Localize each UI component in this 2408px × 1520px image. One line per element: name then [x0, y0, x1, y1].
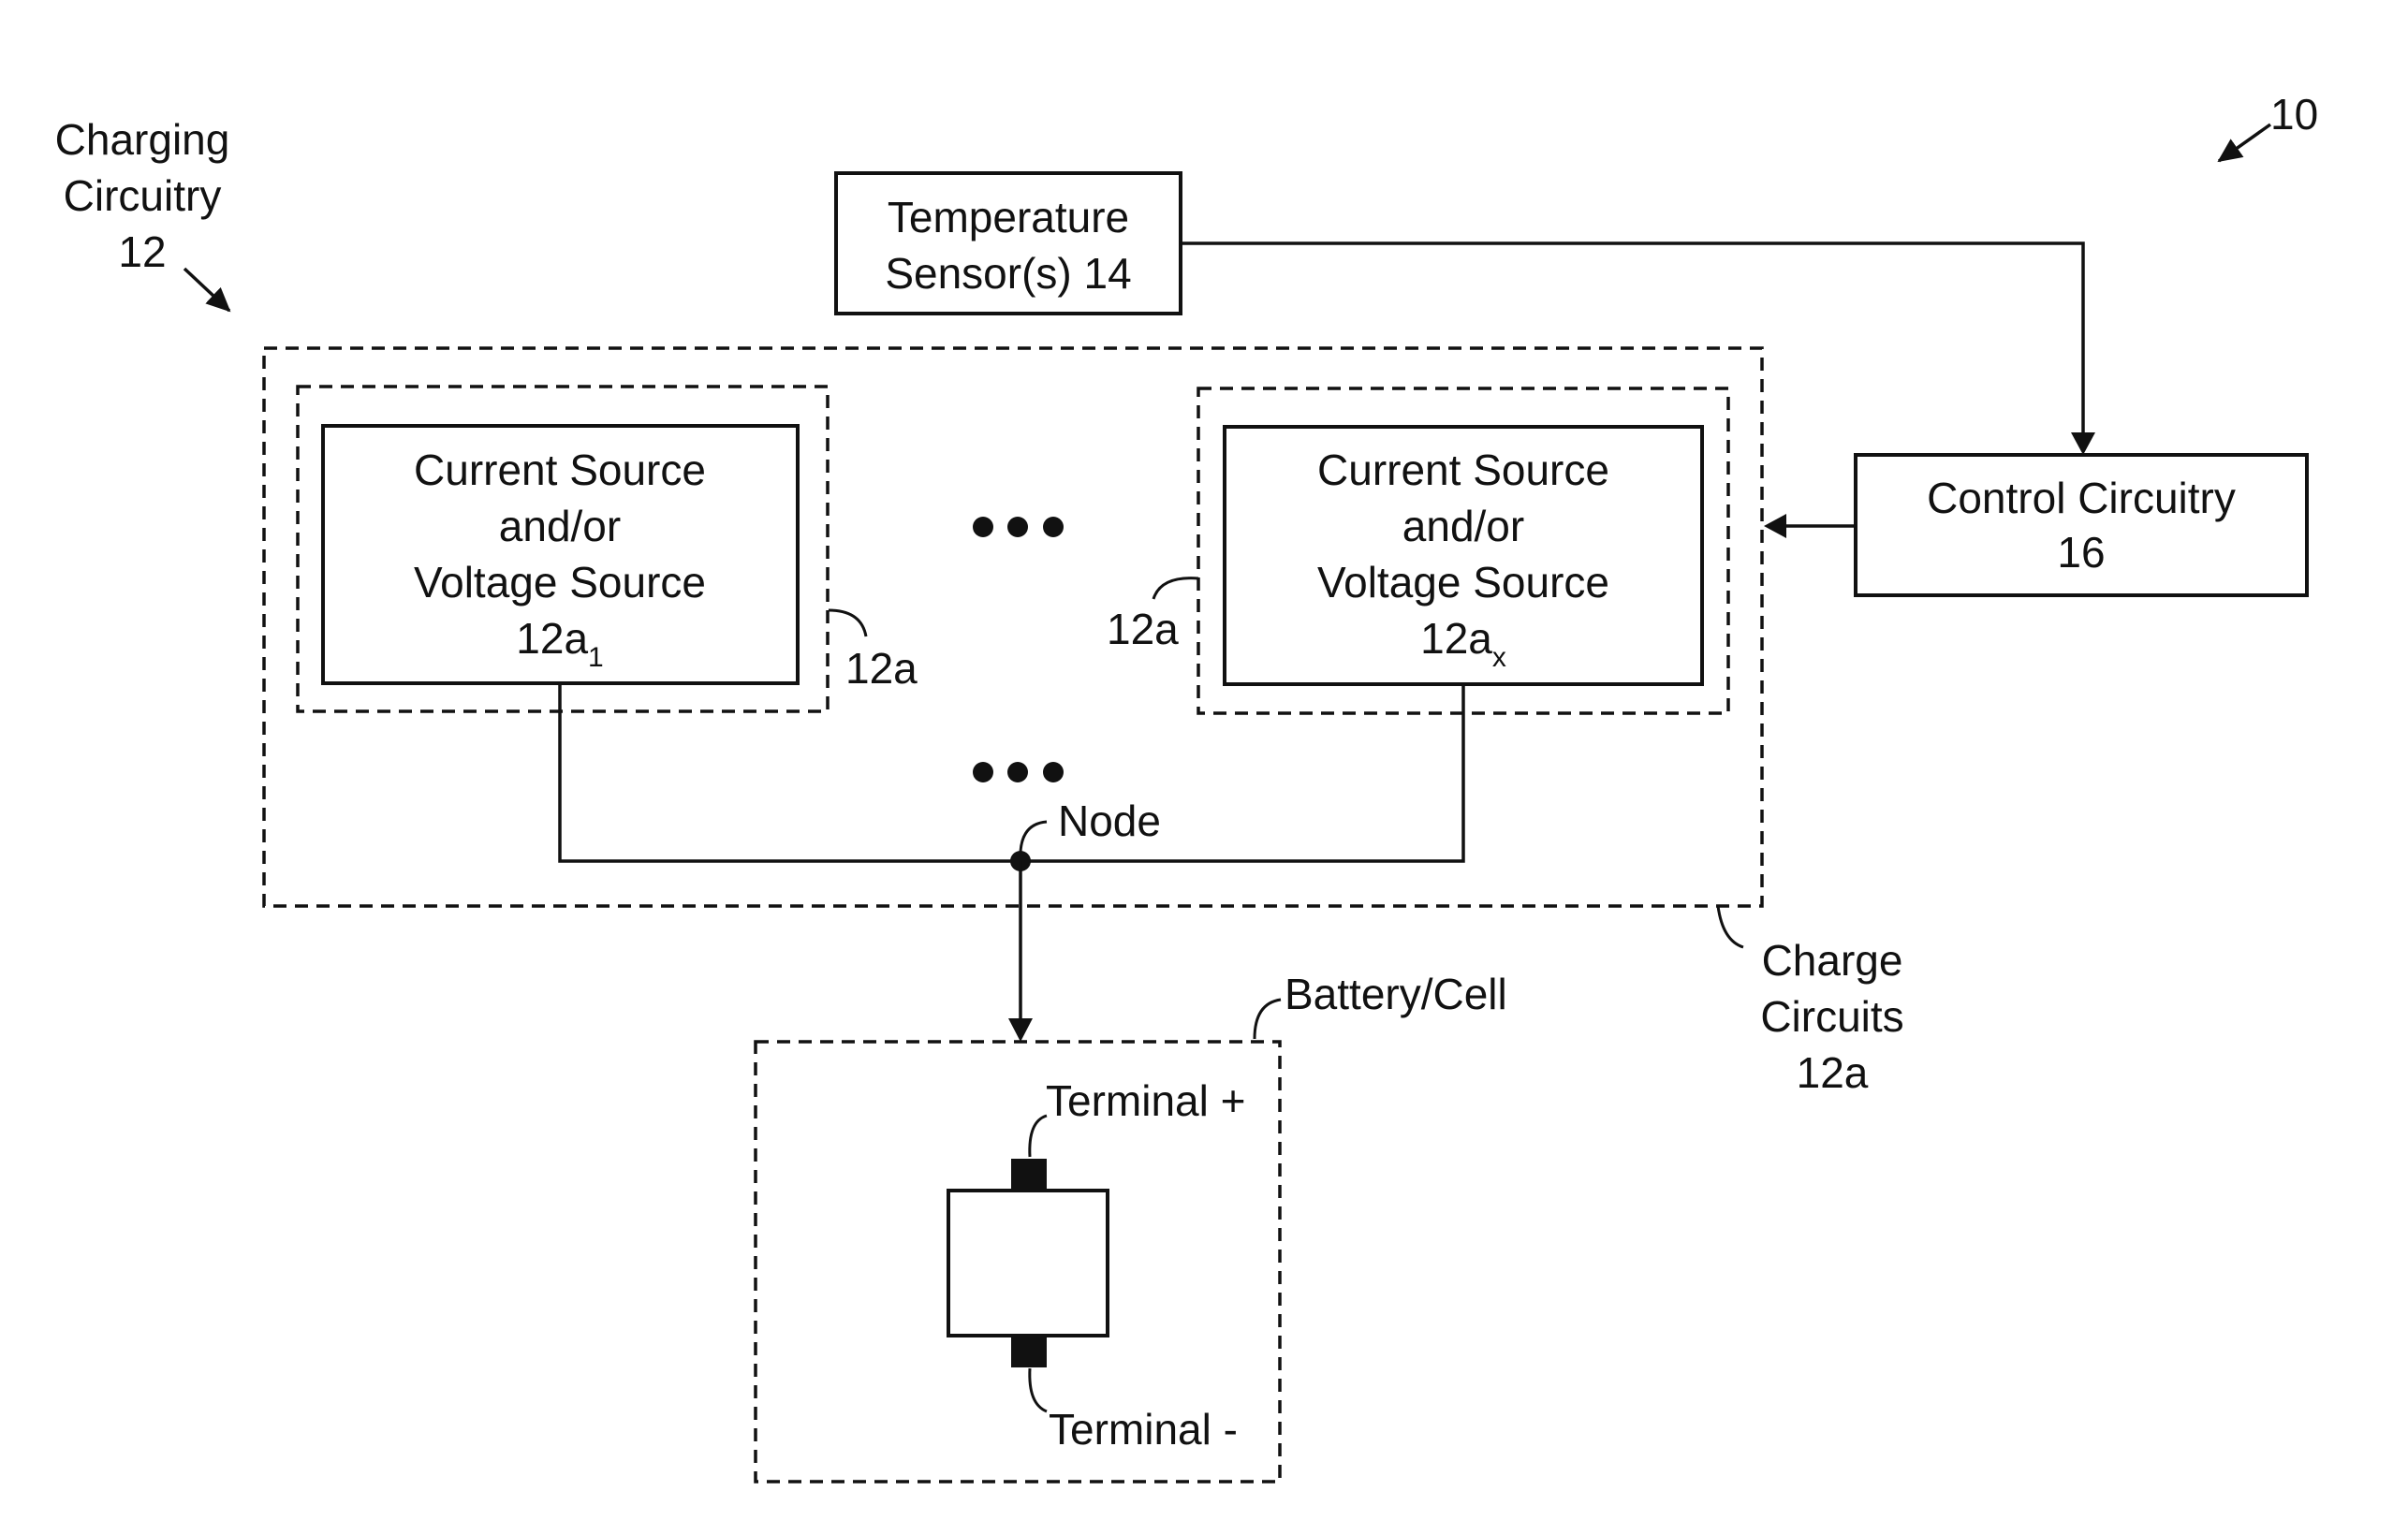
charging-circuitry-arrow-icon	[184, 269, 229, 311]
control-circuitry-line2: 16	[2057, 528, 2105, 577]
battery-cell-icon	[948, 1191, 1108, 1336]
battery-terminal-positive-icon	[1011, 1159, 1047, 1191]
source-right-line1: Current Source	[1317, 446, 1609, 494]
charging-circuitry-line2: Circuitry	[64, 171, 222, 220]
control-to-charge-arrow-icon	[1764, 514, 1786, 538]
source-right-line3: Voltage Source	[1317, 558, 1609, 607]
source-right-callout-leader	[1153, 578, 1198, 599]
source-left-line1: Current Source	[414, 446, 706, 494]
charge-circuits-leader	[1718, 906, 1743, 947]
battery-block: Battery/Cell Terminal + Terminal -	[756, 970, 1507, 1482]
temperature-sensor-line2: Sensor(s) 14	[885, 249, 1131, 298]
charge-circuits-line1: Charge	[1762, 936, 1903, 985]
source-left-callout-leader	[829, 610, 866, 636]
battery-label-leader	[1255, 1000, 1281, 1039]
source-right-ref-subscript: x	[1492, 642, 1506, 673]
source-left-line2: and/or	[499, 502, 621, 550]
node-to-battery-arrow-icon	[1008, 1018, 1033, 1042]
source-right-line2: and/or	[1402, 502, 1524, 550]
sensor-to-control-arrow-icon	[2071, 432, 2095, 455]
figure-reference-number: 10	[2270, 90, 2318, 139]
source-right-block: Current Source and/or Voltage Source 12a…	[1107, 388, 1728, 713]
charge-circuits-label: Charge Circuits 12a	[1718, 906, 1904, 1097]
ellipsis-bottom-icon	[973, 762, 1064, 782]
control-circuitry-block: Control Circuitry 16	[1856, 455, 2307, 595]
source-left-ref-main: 12a	[516, 614, 588, 663]
node-label-leader	[1020, 822, 1047, 852]
charge-circuits-line2: Circuits	[1760, 992, 1903, 1041]
terminal-negative-label: Terminal -	[1049, 1405, 1238, 1454]
sensor-to-control-wire	[1181, 243, 2083, 438]
terminal-positive-leader	[1030, 1116, 1047, 1157]
terminal-negative-leader	[1030, 1368, 1047, 1411]
charging-circuitry-line3: 12	[118, 227, 166, 276]
source-left-callout: 12a	[845, 644, 918, 693]
battery-label: Battery/Cell	[1285, 970, 1507, 1018]
node-label: Node	[1058, 797, 1161, 845]
source-right-ref-main: 12a	[1420, 614, 1492, 663]
source-left-ref-subscript: 1	[588, 642, 604, 673]
figure-reference-arrow-icon	[2219, 124, 2270, 161]
figure-reference: 10	[2219, 90, 2318, 161]
source-right-callout: 12a	[1107, 605, 1179, 653]
battery-terminal-negative-icon	[1011, 1336, 1047, 1367]
control-circuitry-line1: Control Circuitry	[1927, 474, 2236, 522]
charge-circuits-line3: 12a	[1797, 1048, 1869, 1097]
temperature-sensor-line1: Temperature	[888, 193, 1129, 241]
source-left-block: Current Source and/or Voltage Source 12a…	[298, 387, 918, 711]
charging-circuitry-line1: Charging	[55, 115, 230, 164]
temperature-sensor-block: Temperature Sensor(s) 14	[836, 173, 1181, 314]
source-left-line3: Voltage Source	[414, 558, 706, 607]
charging-circuitry-label: Charging Circuitry 12	[55, 115, 230, 311]
terminal-positive-label: Terminal +	[1046, 1076, 1245, 1125]
ellipsis-top-icon	[973, 517, 1064, 537]
